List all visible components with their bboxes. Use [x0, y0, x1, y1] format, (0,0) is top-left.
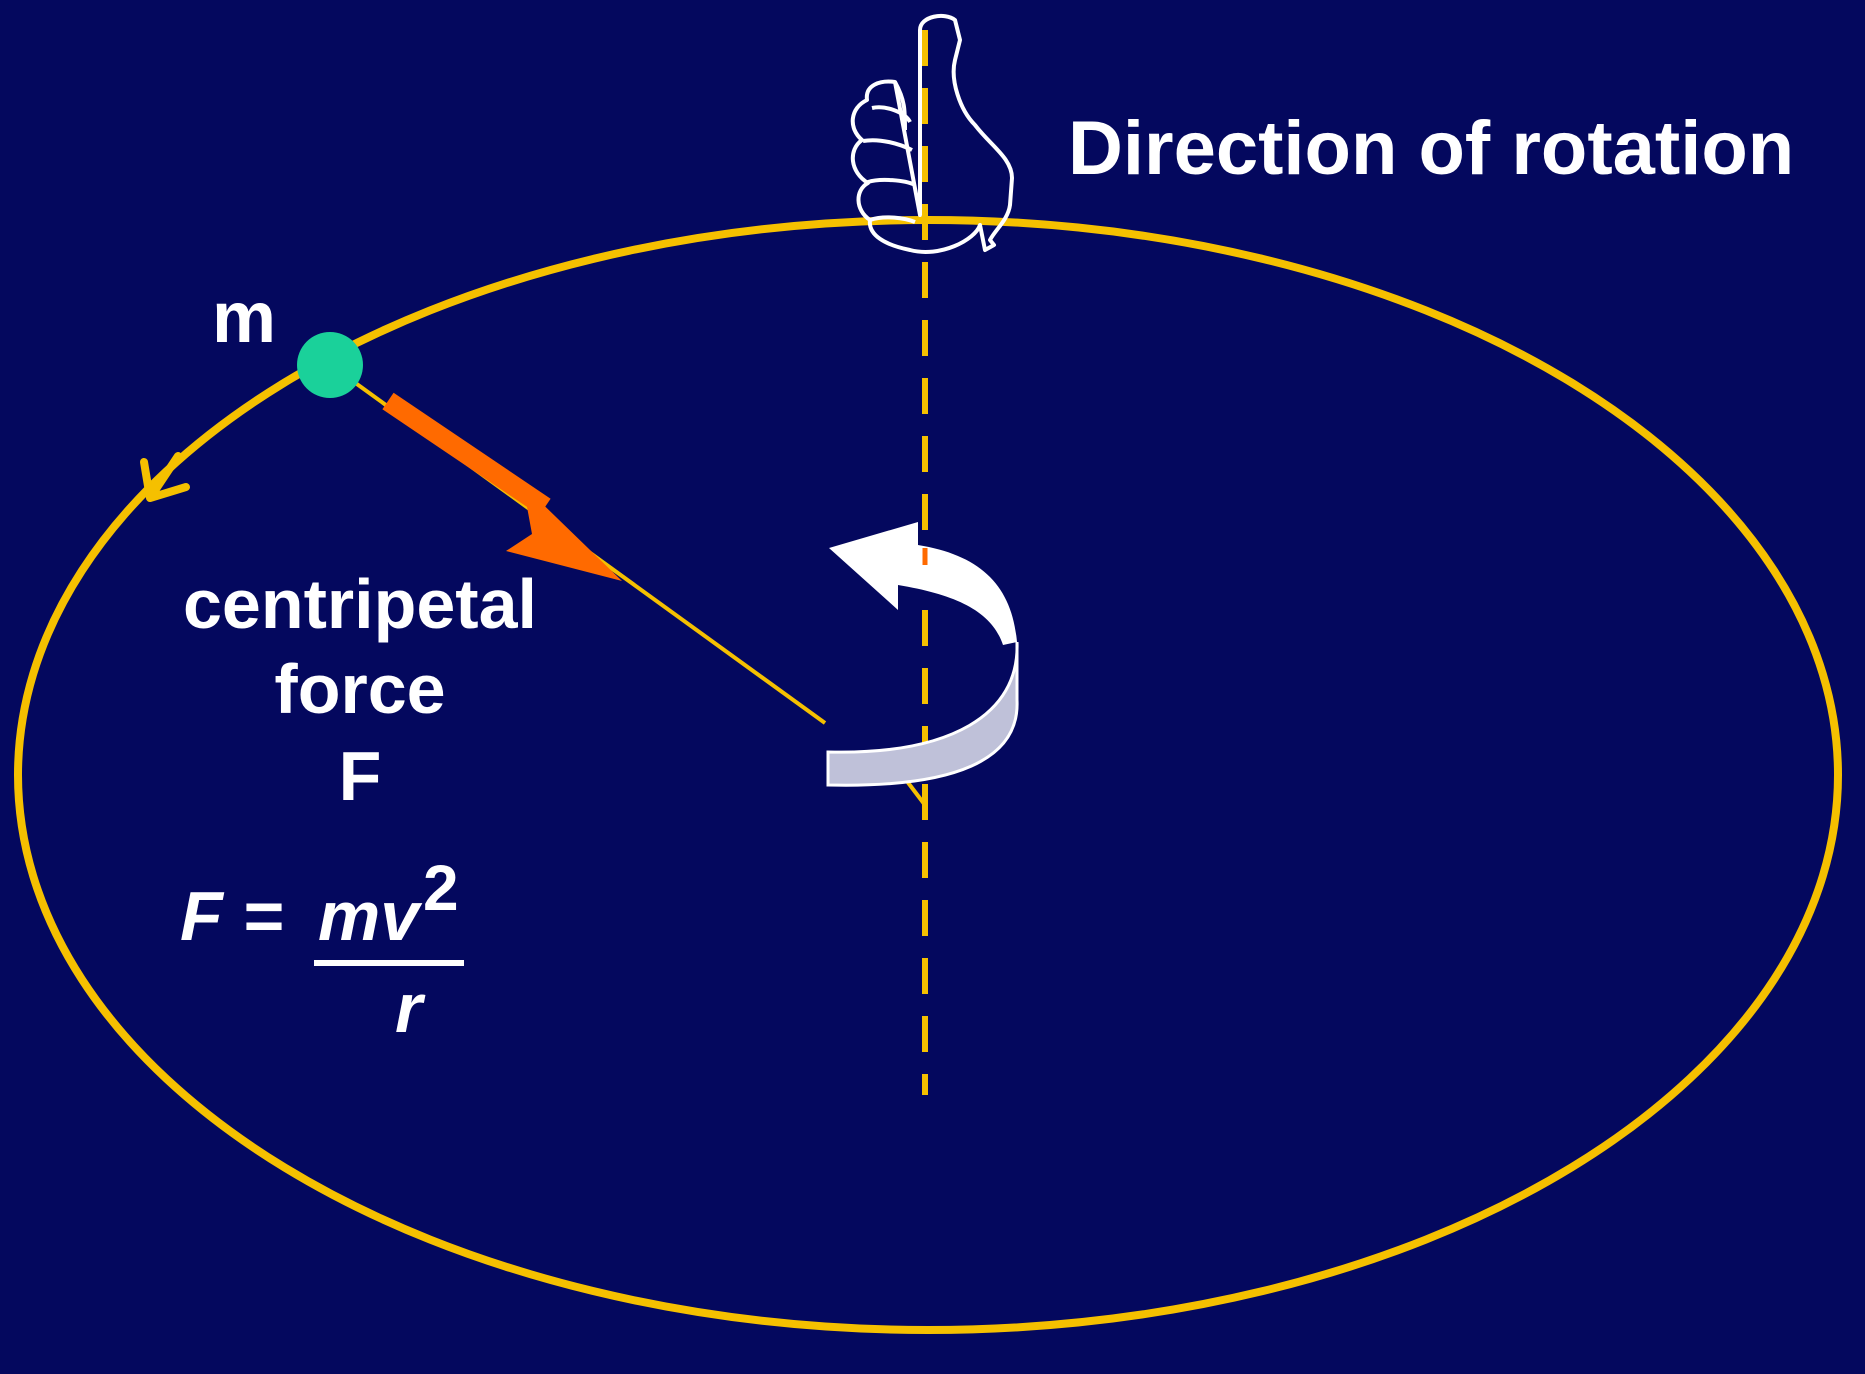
formula-lhs: F =: [180, 877, 283, 955]
force-label: force: [274, 650, 445, 728]
formula-exponent: 2: [423, 852, 459, 924]
formula-denominator: r: [395, 969, 426, 1047]
force-arrow-shaft: [382, 392, 551, 516]
curved-rotation-arrow-icon: [826, 522, 1019, 787]
thumbs-up-hand-icon: [850, 13, 1014, 254]
formula-numerator: mv: [318, 877, 423, 955]
mass-label: m: [212, 278, 276, 358]
centripetal-force-formula: F = mv 2 r: [180, 852, 464, 1047]
mass-point: [297, 332, 363, 398]
orbit-direction-arrowhead: [140, 452, 190, 502]
direction-of-rotation-label: Direction of rotation: [1068, 106, 1794, 191]
force-arrow-head: [506, 485, 622, 581]
centripetal-label: centripetal: [183, 565, 537, 643]
force-symbol-label: F: [339, 737, 382, 815]
